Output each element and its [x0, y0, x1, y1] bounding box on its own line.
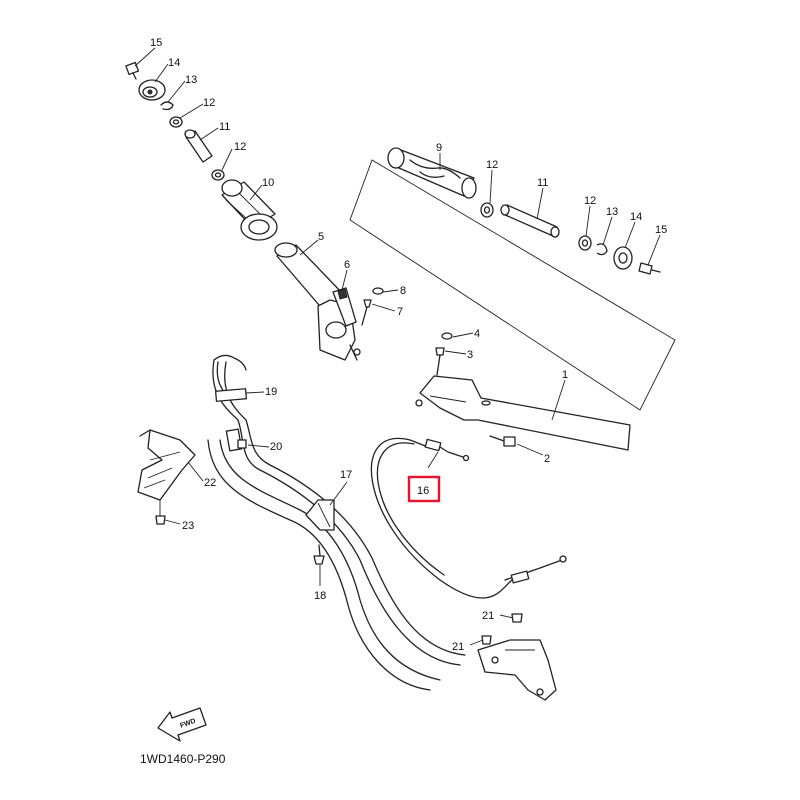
part-18-bolt [313, 544, 325, 565]
callout-16: 16 [417, 485, 429, 497]
callout-11: 11 [537, 177, 548, 189]
part-4-washer [441, 332, 453, 340]
part-13-clip [160, 101, 174, 111]
callout-23: 23 [182, 520, 194, 532]
part-17-clamp [305, 499, 335, 531]
part-3-bolt [435, 347, 445, 376]
part-5-throttle-housing [274, 242, 361, 361]
lower-cable-bracket [477, 639, 557, 701]
callout-12: 12 [486, 159, 498, 171]
part-6-screw [337, 288, 348, 300]
callout-1: 1 [562, 369, 568, 381]
part-20-bolt [237, 439, 247, 449]
part-12-nut-d [578, 235, 592, 251]
callout-13: 13 [185, 74, 197, 86]
callout-15: 15 [655, 224, 667, 236]
callout-labels: 15 14 13 12 11 12 10 5 6 8 7 9 12 11 12 … [150, 37, 667, 653]
part-15-bolt-right [638, 262, 661, 275]
callout-6: 6 [344, 259, 350, 271]
part-1-lever [415, 332, 631, 451]
callout-20: 20 [270, 441, 282, 453]
callout-22: 22 [204, 477, 216, 489]
part-12-nut-a [169, 116, 183, 128]
part-14-grip-end [138, 79, 166, 101]
callout-4: 4 [474, 328, 480, 340]
callout-12: 12 [234, 141, 246, 153]
right-grip-detail-box [349, 147, 676, 411]
fwd-arrow-icon: FWD [157, 707, 207, 742]
part-13-clip-right [596, 243, 608, 256]
part-11-rod-left [184, 129, 213, 163]
callout-2: 2 [544, 453, 550, 465]
part-12-nut-b [211, 169, 225, 181]
part-19-throttle-cables [207, 354, 466, 691]
callout-14: 14 [168, 57, 180, 69]
callout-21: 21 [452, 641, 464, 653]
part-9-grip-right [387, 147, 477, 199]
part-21-bolt-b [481, 635, 492, 645]
left-grip-assembly [125, 61, 384, 361]
highlight-box-16 [407, 475, 441, 503]
part-2-bolt [489, 435, 516, 447]
callout-21: 21 [482, 610, 494, 622]
part-16-cable [370, 437, 567, 599]
diagram-code: 1WD1460-P290 [140, 752, 226, 766]
callout-12: 12 [584, 195, 596, 207]
callout-7: 7 [397, 306, 403, 318]
part-23-bolt [155, 500, 166, 525]
part-14-end-cap-right [613, 246, 633, 270]
callout-5: 5 [318, 231, 324, 243]
part-7-screw [361, 299, 372, 326]
part-10-grip-left [221, 179, 278, 241]
callout-19: 19 [265, 386, 277, 398]
callout-15: 15 [150, 37, 162, 49]
part-8-washer [372, 287, 384, 295]
callout-12: 12 [203, 97, 215, 109]
callout-10: 10 [262, 177, 274, 189]
callout-11: 11 [219, 121, 230, 133]
callout-3: 3 [467, 349, 473, 361]
callout-9: 9 [436, 142, 442, 154]
leader-lines [134, 47, 661, 646]
callout-17: 17 [340, 469, 352, 481]
part-12-nut-c [480, 202, 494, 218]
callout-14: 14 [630, 211, 642, 223]
part-22-bracket [137, 429, 196, 501]
part-11-rod-right [500, 204, 560, 238]
part-21-bolt-a [511, 613, 523, 623]
callout-13: 13 [606, 206, 618, 218]
callout-18: 18 [314, 590, 326, 602]
callout-8: 8 [400, 285, 406, 297]
